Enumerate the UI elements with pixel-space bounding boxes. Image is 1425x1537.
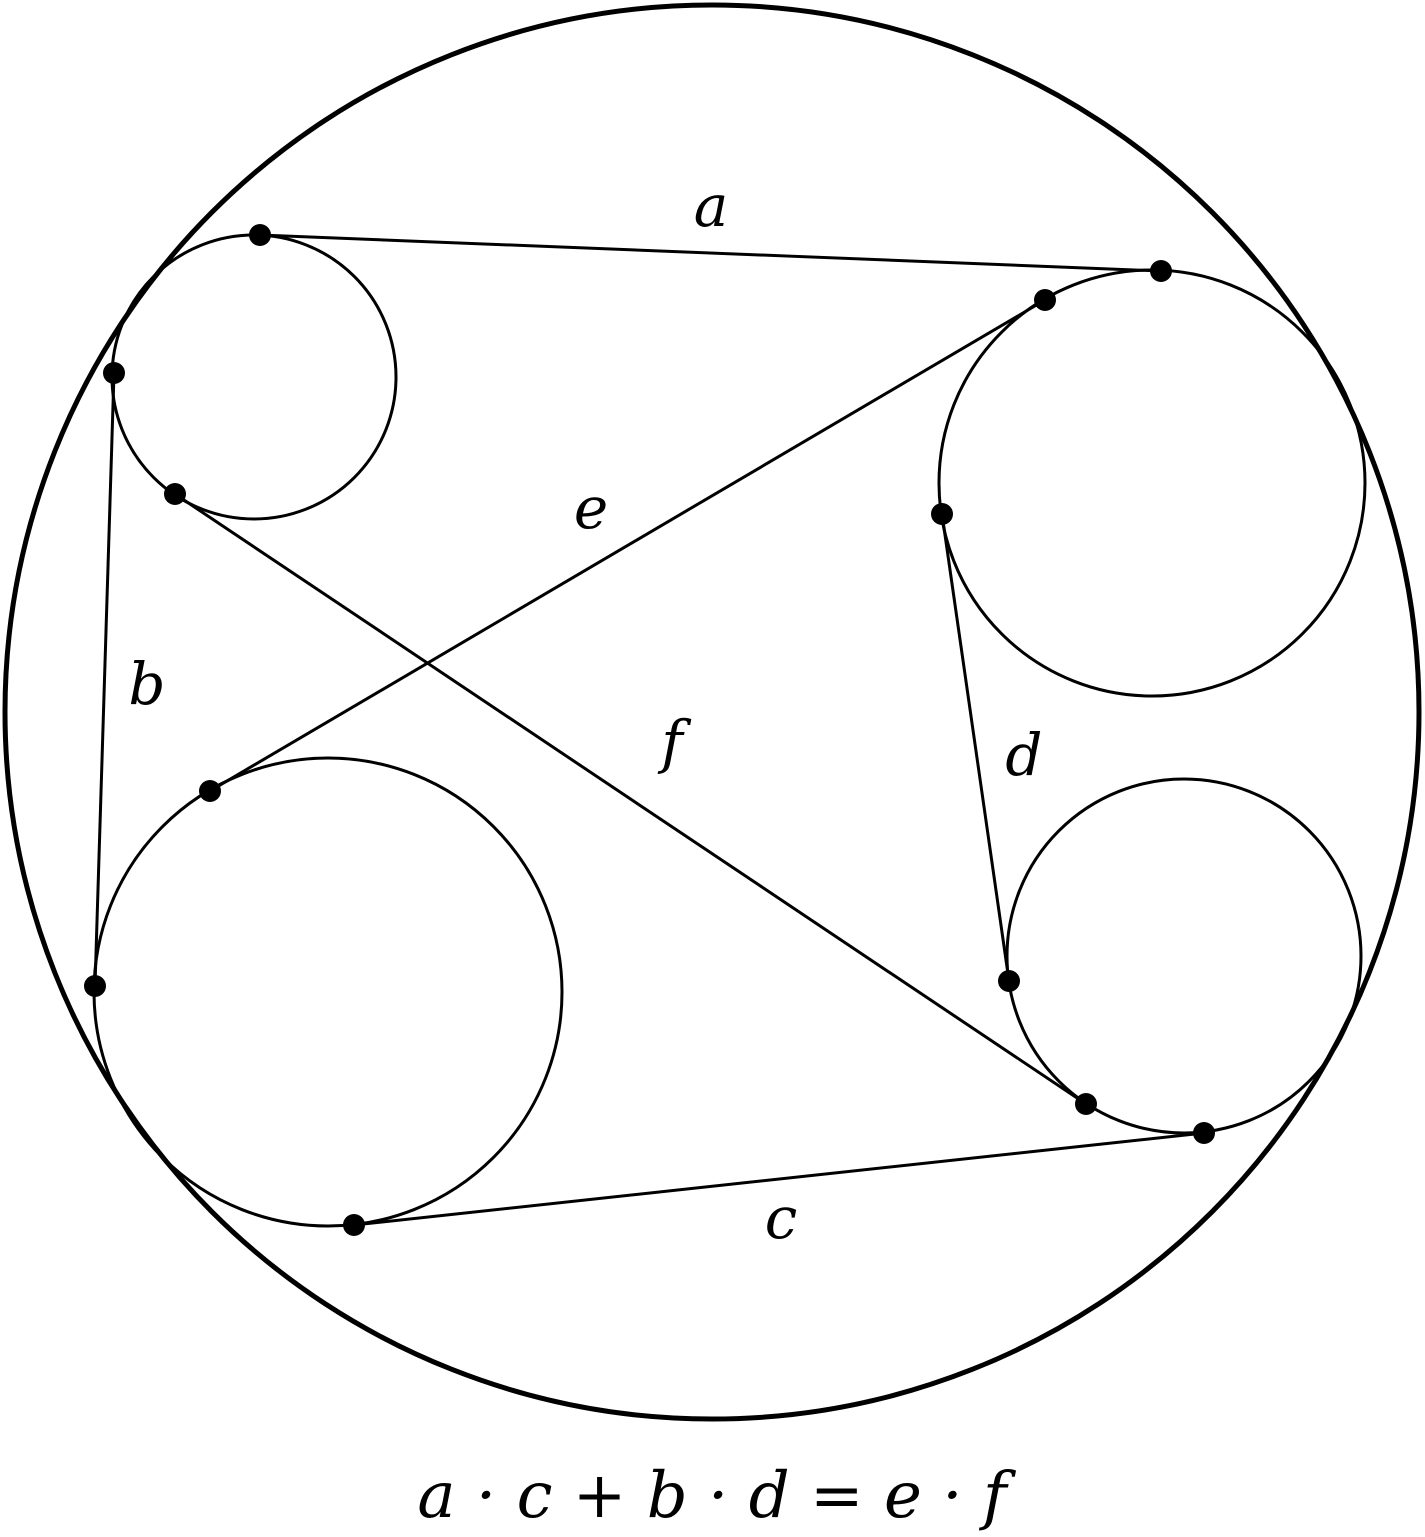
label-a: a (694, 172, 729, 240)
casey-equation: a · c + b · d = e · f (417, 1459, 1017, 1533)
tangent-point (931, 503, 953, 525)
tangent-point (164, 483, 186, 505)
tangent-point (103, 362, 125, 384)
tangent-segment-f (174, 492, 1087, 1106)
tangent-point (84, 975, 106, 997)
tangent-segment-e (209, 298, 1046, 793)
tangent-point (249, 224, 271, 246)
inner-circle-top-left (110, 233, 398, 521)
label-c: c (765, 1184, 797, 1252)
tangent-points (84, 224, 1215, 1236)
label-f: f (657, 708, 692, 776)
tangent-segment-d (940, 513, 1011, 982)
tangent-segment-c (353, 1131, 1205, 1227)
tangent-point (343, 1214, 365, 1236)
tangent-point (1193, 1122, 1215, 1144)
tangent-point (998, 970, 1020, 992)
tangent-segment-b (93, 372, 116, 987)
tangent-point (199, 780, 221, 802)
tangent-point (1150, 260, 1172, 282)
inner-circle-bottom-right (1005, 777, 1363, 1135)
tangent-segment-a (259, 233, 1162, 273)
label-b: b (128, 650, 165, 718)
outer-circle (2, 2, 1422, 1422)
label-d: d (1005, 721, 1042, 789)
tangent-point (1034, 289, 1056, 311)
label-e: e (574, 474, 608, 542)
tangent-point (1075, 1093, 1097, 1115)
inner-circle-top-right (937, 268, 1367, 698)
